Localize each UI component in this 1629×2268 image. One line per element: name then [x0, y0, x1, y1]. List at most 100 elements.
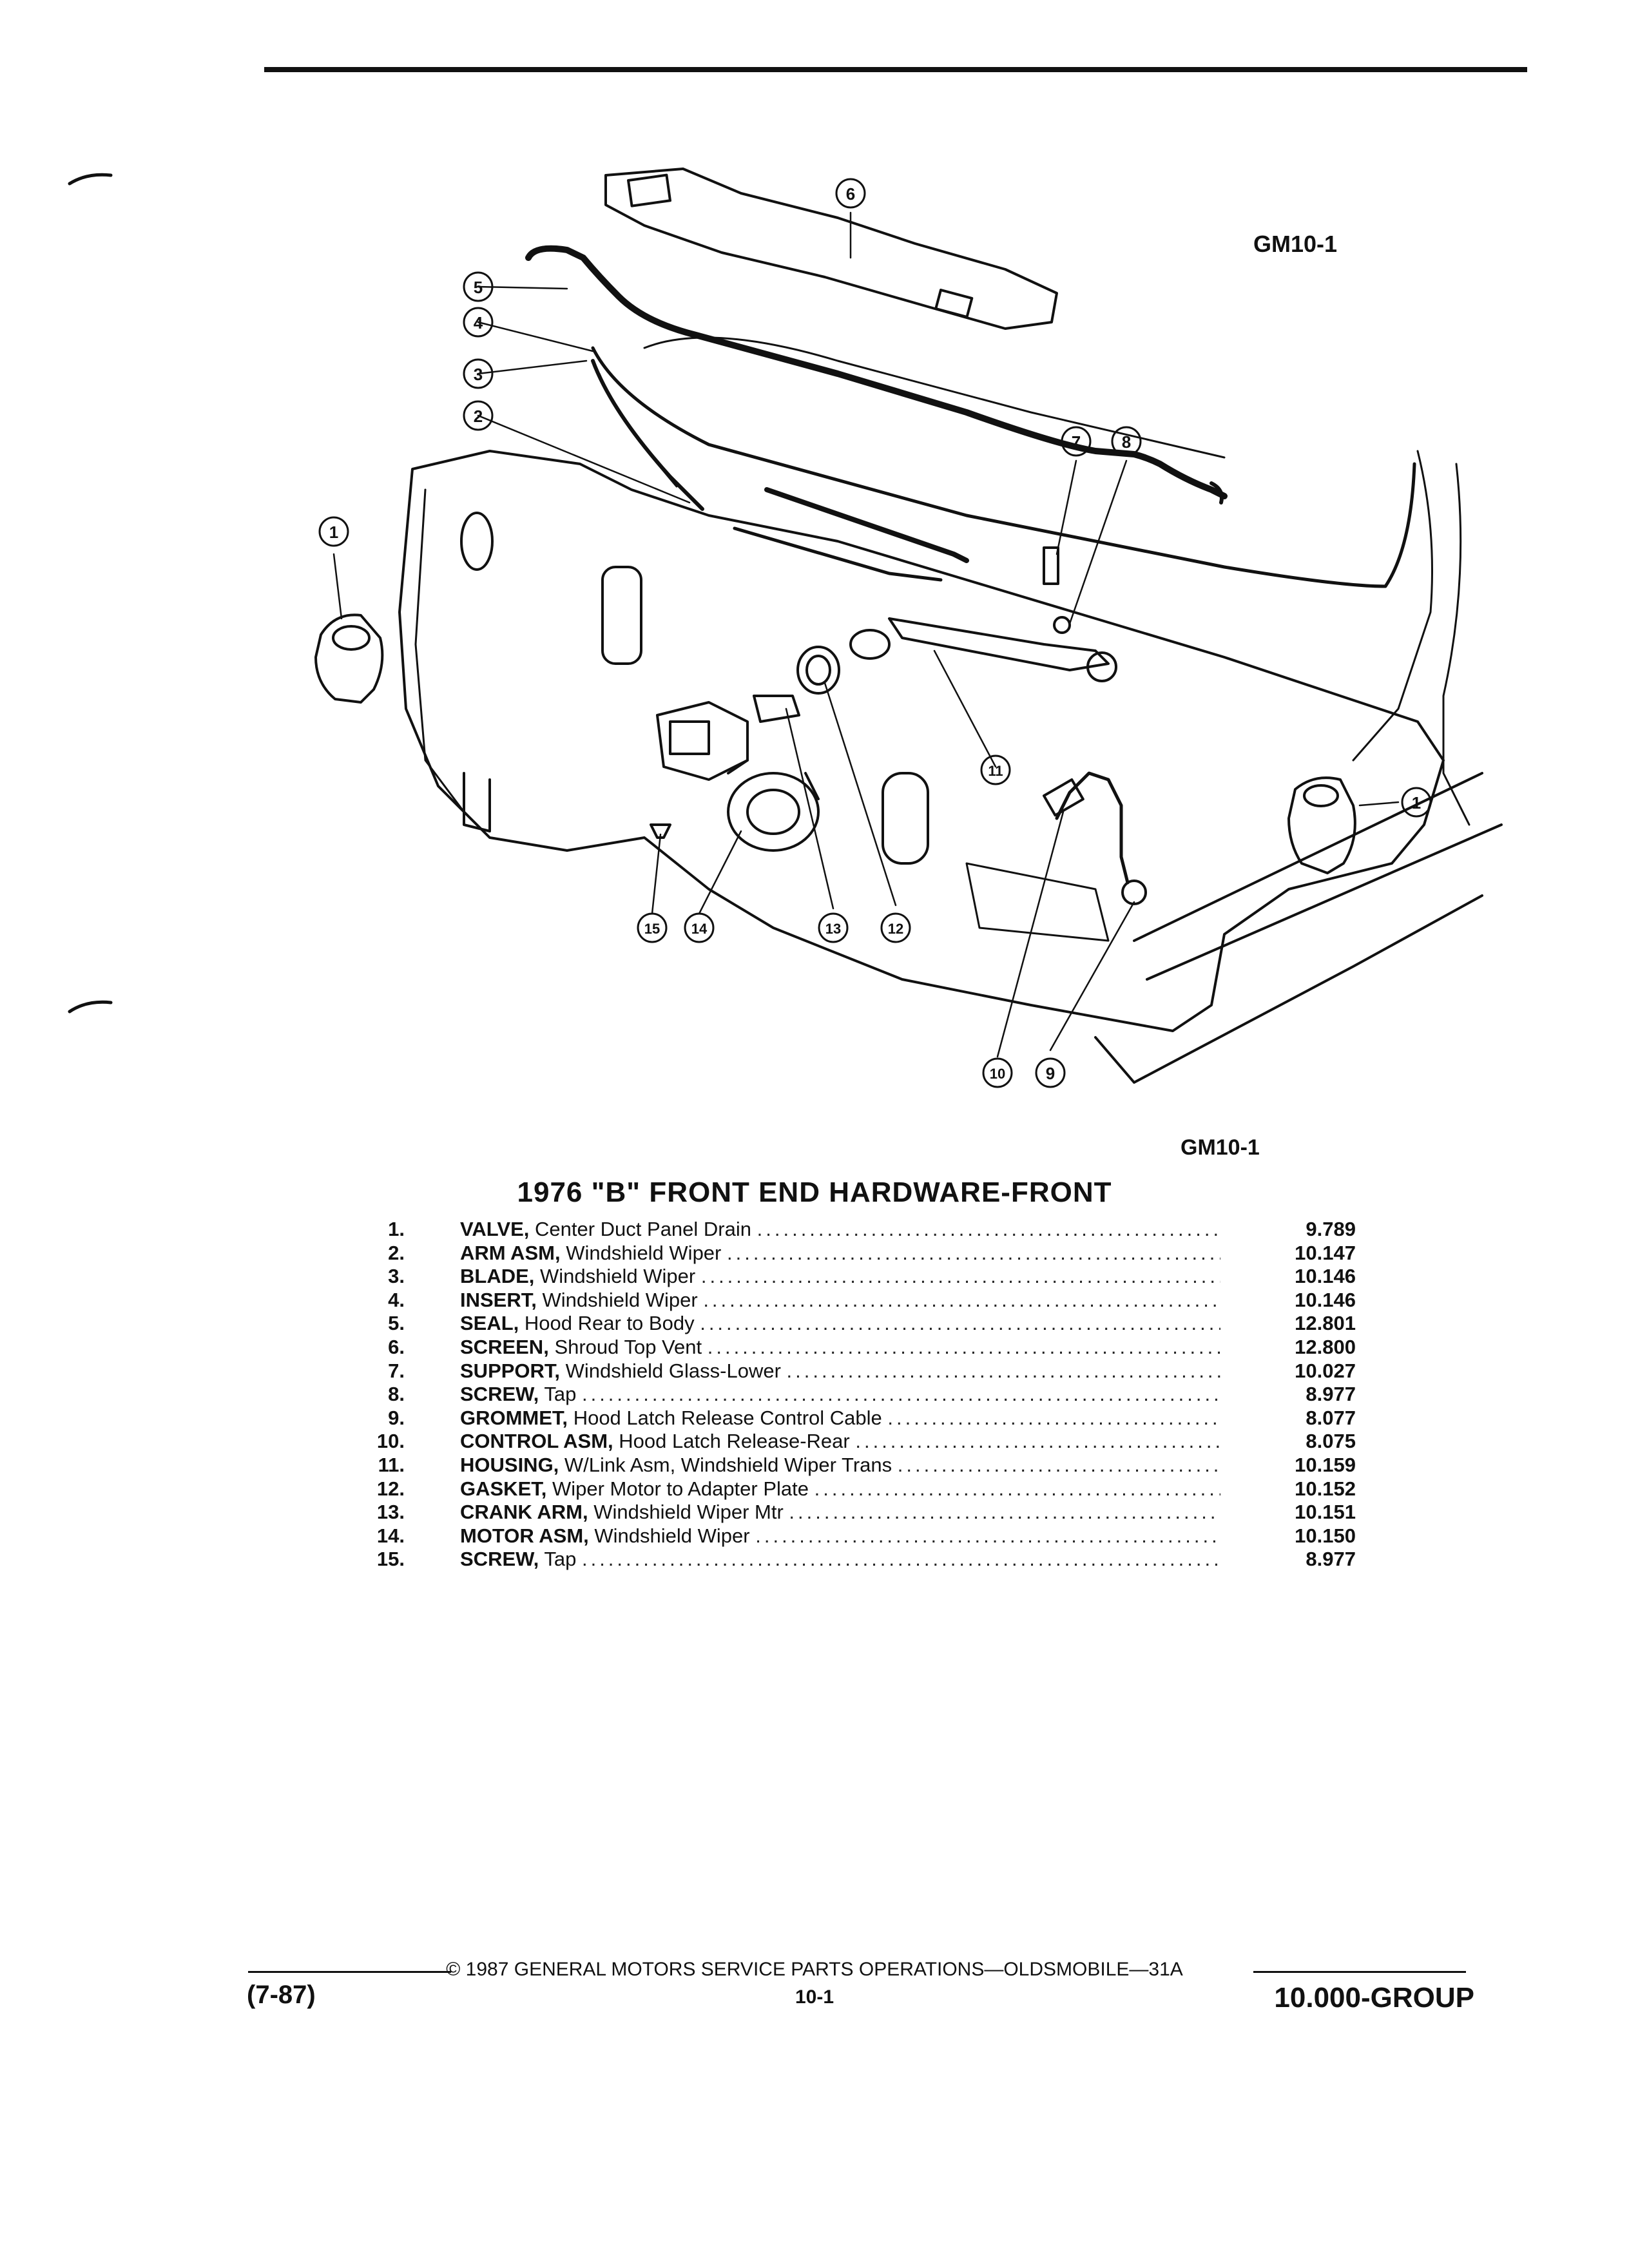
part-number: 1. — [388, 1218, 405, 1240]
svg-text:1: 1 — [1412, 793, 1421, 812]
callout-4: 4 — [463, 307, 494, 338]
callout-1-left: 1 — [318, 516, 349, 547]
part-number: 4. — [388, 1288, 405, 1311]
part-name: GASKET, — [460, 1477, 547, 1500]
part-row: 14. MOTOR ASM, Windshield Wiper .........… — [353, 1524, 1358, 1548]
part-description: GASKET, Wiper Motor to Adapter Plate ...… — [460, 1477, 1220, 1501]
part-description: ARM ASM, Windshield Wiper ..............… — [460, 1242, 1220, 1265]
part-name: BLADE, — [460, 1265, 535, 1288]
part-detail: Windshield Wiper — [594, 1524, 750, 1547]
part-name: CONTROL ASM, — [460, 1430, 613, 1453]
part-detail: Windshield Wiper — [540, 1265, 696, 1288]
svg-text:3: 3 — [474, 365, 483, 384]
part-row: 11. HOUSING, W/Link Asm, Windshield Wiper… — [353, 1454, 1358, 1477]
part-number: 11. — [378, 1453, 405, 1476]
svg-text:2: 2 — [474, 407, 483, 426]
figure-code-bottom: GM10-1 — [1181, 1135, 1260, 1160]
part-detail: Shroud Top Vent — [554, 1335, 702, 1358]
part-name: SUPPORT, — [460, 1359, 561, 1382]
part-description: VALVE, Center Duct Panel Drain .........… — [460, 1218, 1220, 1242]
part-group-code: 10.159 — [1295, 1453, 1356, 1476]
leader-dots: ........................................… — [703, 1288, 1220, 1311]
part-row: 1. VALVE, Center Duct Panel Drain .......… — [353, 1218, 1358, 1242]
svg-text:5: 5 — [474, 278, 483, 297]
svg-text:15: 15 — [644, 921, 660, 937]
leader-dots: ........................................… — [581, 1548, 1220, 1571]
part-detail: Tap — [544, 1548, 577, 1571]
callout-5: 5 — [463, 271, 494, 302]
callout-1-right: 1 — [1401, 787, 1432, 818]
part-detail: W/Link Asm, Windshield Wiper Trans — [564, 1453, 892, 1476]
part-number: 9. — [388, 1406, 405, 1429]
part-number: 12. — [376, 1477, 405, 1500]
part-description: SCREW, Tap .............................… — [460, 1383, 1220, 1407]
part-detail: Windshield Wiper — [542, 1288, 698, 1311]
leader-dots: ........................................… — [814, 1477, 1220, 1500]
callouts: 6 5 4 3 2 1 7 8 1 11 15 14 13 12 10 9 — [318, 178, 1432, 1088]
svg-text:6: 6 — [846, 184, 855, 204]
callout-14: 14 — [684, 912, 715, 943]
callout-13: 13 — [818, 912, 849, 943]
part-name: CRANK ARM, — [460, 1501, 588, 1524]
part-description: CRANK ARM, Windshield Wiper Mtr ........… — [460, 1501, 1220, 1524]
part-detail: Center Duct Panel Drain — [535, 1218, 751, 1240]
date-code: (7-87) — [247, 1981, 316, 2009]
part-description: SCREW, Tap .............................… — [460, 1548, 1220, 1571]
leader-dots: ........................................… — [855, 1430, 1220, 1453]
part-description: SUPPORT, Windshield Glass-Lower ........… — [460, 1360, 1220, 1383]
callout-15: 15 — [637, 912, 668, 943]
svg-text:14: 14 — [691, 921, 708, 937]
hood-seal — [525, 245, 1228, 499]
part-row: 5.SEAL, Hood Rear to Body ..............… — [353, 1312, 1358, 1336]
leader-dots: ........................................… — [581, 1383, 1220, 1406]
svg-text:8: 8 — [1122, 432, 1131, 452]
part-group-code: 10.027 — [1295, 1359, 1356, 1382]
part-name: SCREW, — [460, 1548, 539, 1571]
part-description: HOUSING, W/Link Asm, Windshield Wiper Tr… — [460, 1454, 1220, 1477]
part-group-code: 8.977 — [1306, 1548, 1356, 1571]
part-group-code: 10.152 — [1295, 1477, 1356, 1500]
leader-dots: ........................................… — [700, 1265, 1220, 1288]
part-group-code: 8.077 — [1306, 1406, 1356, 1429]
part-name: GROMMET, — [460, 1406, 568, 1429]
part-description: SEAL, Hood Rear to Body ................… — [460, 1312, 1220, 1336]
svg-text:10: 10 — [990, 1066, 1005, 1082]
part-group-code: 10.150 — [1295, 1524, 1356, 1547]
part-group-code: 12.801 — [1295, 1312, 1356, 1335]
part-row: 7. SUPPORT, Windshield Glass-Lower ......… — [353, 1360, 1358, 1383]
svg-text:1: 1 — [329, 523, 338, 542]
part-number: 7. — [388, 1359, 405, 1382]
part-group-code: 10.147 — [1295, 1241, 1356, 1264]
part-detail: Hood Latch Release Control Cable — [573, 1406, 882, 1429]
part-row: 8.SCREW, Tap ...........................… — [353, 1383, 1358, 1407]
part-description: INSERT, Windshield Wiper ...............… — [460, 1289, 1220, 1312]
part-group-code: 10.146 — [1295, 1288, 1356, 1311]
part-row: 15.SCREW, Tap ..........................… — [353, 1548, 1358, 1571]
part-number: 3. — [388, 1265, 405, 1288]
part-group-code: 8.075 — [1306, 1430, 1356, 1453]
part-group-code: 9.789 — [1306, 1218, 1356, 1240]
part-number: 13. — [376, 1501, 405, 1524]
part-number: 14. — [376, 1524, 405, 1547]
leader-dots: ........................................… — [786, 1359, 1220, 1382]
part-description: MOTOR ASM, Windshield Wiper ............… — [460, 1524, 1220, 1548]
part-group-code: 12.800 — [1295, 1335, 1356, 1358]
drain-valve-right — [1287, 776, 1356, 874]
part-row: 12. GASKET, Wiper Motor to Adapter Plate … — [353, 1477, 1358, 1501]
drain-valve-left — [314, 613, 384, 704]
callout-2: 2 — [463, 400, 494, 431]
part-name: SCREEN, — [460, 1335, 549, 1358]
callout-11: 11 — [980, 754, 1011, 785]
svg-text:13: 13 — [825, 921, 841, 937]
cowl-panel — [398, 450, 1445, 1032]
part-name: MOTOR ASM, — [460, 1524, 589, 1547]
top-rule — [264, 67, 1527, 72]
part-number: 10. — [376, 1430, 405, 1453]
part-description: BLADE, Windshield Wiper ................… — [460, 1265, 1220, 1289]
footer-rule-right — [1253, 1971, 1466, 1973]
part-detail: Tap — [544, 1383, 577, 1406]
part-detail: Windshield Glass-Lower — [565, 1359, 781, 1382]
footer-rule-left — [248, 1971, 451, 1973]
part-description: GROMMET, Hood Latch Release Control Cabl… — [460, 1407, 1220, 1430]
part-name: INSERT, — [460, 1288, 537, 1311]
